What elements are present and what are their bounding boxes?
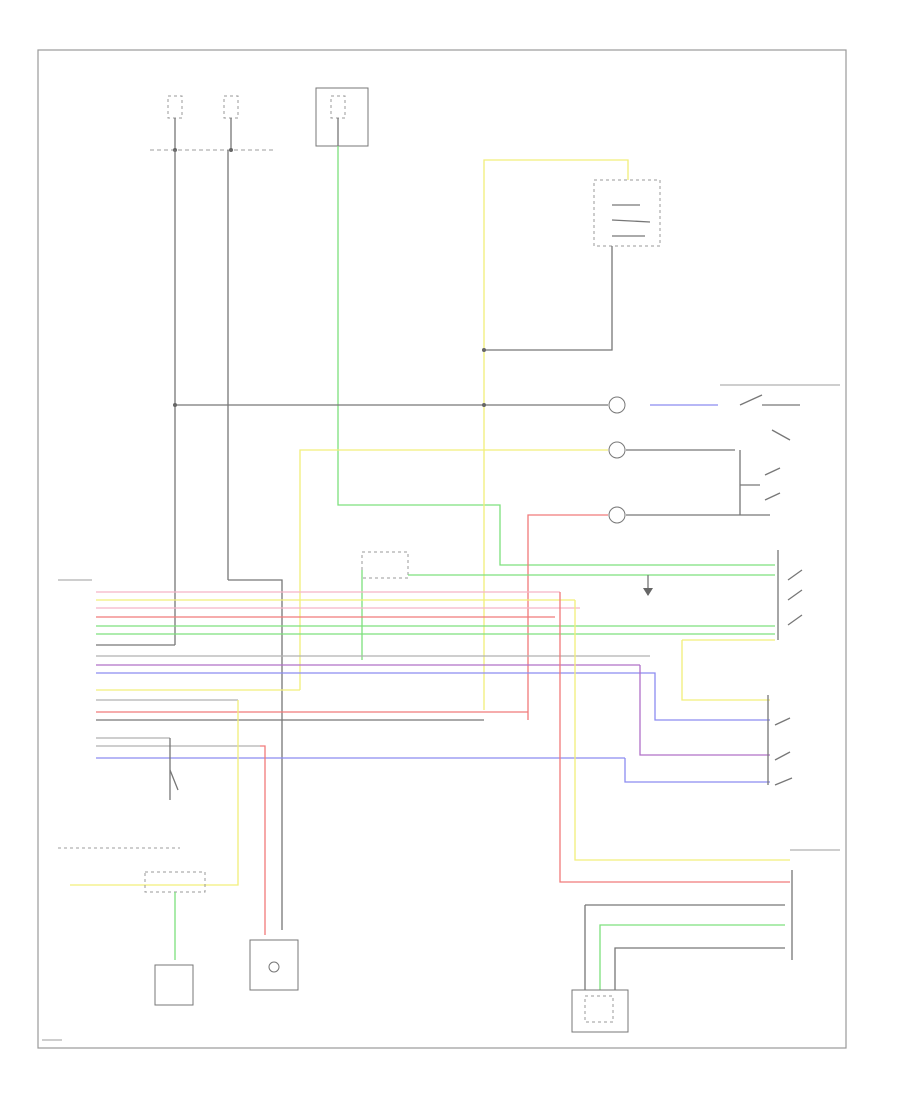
- wire-feed-3: [337, 146, 775, 566]
- wire-feed-2b: [228, 579, 283, 930]
- motor-unit: [249, 939, 299, 991]
- fuse-block-left: [150, 95, 275, 152]
- sensor-mid: [361, 551, 775, 660]
- wire-harness-yellow: [574, 600, 790, 861]
- wire-row-2: [299, 449, 608, 690]
- lamp-1: [608, 396, 626, 414]
- wire-harness-blue: [632, 672, 770, 721]
- wire-bottom-right-3: [614, 947, 785, 990]
- connector-right-upper: [777, 550, 803, 640]
- ground-connector-mid: [643, 575, 653, 596]
- sensor-left-bottom: [154, 964, 194, 1006]
- main-connector-harness: [58, 579, 775, 759]
- wire-row-3: [527, 514, 608, 720]
- wire-bottom-right-2: [599, 924, 785, 990]
- module-bottom-right: [571, 989, 629, 1033]
- wire-top-loop: [483, 159, 629, 710]
- fuse-block-right: [315, 87, 369, 147]
- lamp-2: [608, 441, 626, 459]
- wire-switch-return: [484, 290, 613, 351]
- connector-bottom-right: [790, 849, 840, 960]
- wire-motor-red: [260, 745, 266, 935]
- wire-harness-violet: [639, 665, 770, 756]
- wire-left-lower: [70, 700, 239, 886]
- wire-harness-blue-2: [624, 758, 770, 783]
- diagram-frame: [37, 49, 847, 1049]
- wire-harness-red: [559, 592, 790, 883]
- wire-harness-yellow-2: [681, 640, 770, 701]
- connector-left-lower: [144, 871, 206, 1006]
- switch-block-right-lower: [767, 695, 793, 786]
- switch-module-top: [593, 179, 661, 290]
- lamp-3: [608, 506, 626, 524]
- switch-left-lower: [58, 738, 180, 849]
